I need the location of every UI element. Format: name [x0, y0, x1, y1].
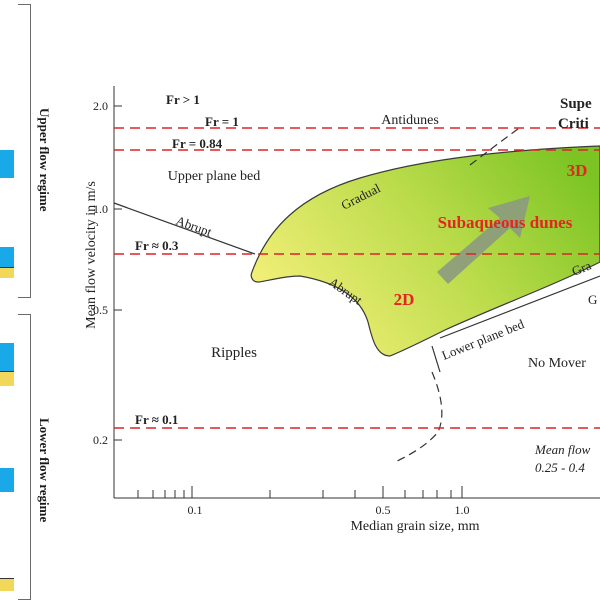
x-axis-label: Median grain size, mm: [350, 519, 479, 534]
lower-plane-bed-vertical: [431, 345, 441, 373]
no-movement-label: No Mover: [528, 356, 586, 371]
y-tick-label-02: 0.2: [93, 433, 108, 447]
supercritical-label-1: Supe: [560, 96, 592, 112]
x-tick-label-01: 0.1: [188, 503, 203, 517]
note-line-2: 0.25 - 0.4: [535, 460, 585, 475]
upper-regime-icon-2-sand: [0, 267, 14, 278]
antidunes-label: Antidunes: [381, 113, 439, 128]
lower-regime-icon-2: [0, 468, 14, 492]
lower-plane-bed-boundary: [439, 275, 600, 339]
note-line-1: Mean flow: [534, 442, 591, 457]
lower-regime-icon-1: [0, 343, 14, 371]
y-tick-label-2: 2.0: [93, 99, 108, 113]
upper-regime-panel: [0, 0, 31, 302]
lower-regime-icon-1-sand: [0, 371, 14, 386]
froude-label-1: Fr = 1: [205, 114, 239, 129]
y-axis-label: Mean flow velocity in m/s: [84, 181, 99, 329]
froude-lines: [114, 127, 600, 429]
froude-label-01: Fr ≈ 0.1: [135, 412, 178, 427]
dashed-upper-boundary: [469, 125, 523, 166]
lower-regime-icon-3: [0, 578, 14, 591]
upper-regime-icon-1: [0, 150, 14, 178]
abrupt-boundary-line: [113, 202, 256, 255]
gra-right-label: Gra: [570, 257, 594, 278]
upper-regime-label: Upper flow regime: [30, 70, 58, 250]
froude-label-084: Fr = 0.84: [172, 136, 223, 151]
dashed-lower-boundary: [394, 371, 443, 463]
subaqueous-dunes-field: [250, 145, 600, 357]
x-tick-label-10: 1.0: [455, 503, 470, 517]
x-minor-ticks: [137, 486, 463, 498]
ripples-label: Ripples: [211, 345, 257, 361]
upper-regime-bracket: [18, 4, 31, 298]
upper-plane-bed-label: Upper plane bed: [168, 169, 261, 184]
x-tick-label-05: 0.5: [376, 503, 391, 517]
dunes-2d-label: 2D: [394, 290, 415, 309]
subaqueous-dunes-label: Subaqueous dunes: [438, 213, 573, 232]
abrupt-upper-label: Abrupt: [174, 213, 214, 240]
y-tick-label-05: 0.5: [93, 303, 108, 317]
lower-regime-label: Lower flow regime: [30, 380, 58, 560]
dune-direction-arrow: [437, 196, 530, 284]
upper-regime-icon-2: [0, 247, 14, 267]
froude-label-03: Fr ≈ 0.3: [135, 238, 179, 253]
upper-regime-text: Upper flow regime: [37, 108, 52, 212]
supercritical-label-2: Criti: [558, 116, 589, 132]
y-tick-label-1: 1.0: [93, 202, 108, 216]
froude-label-gt1: Fr > 1: [166, 92, 200, 107]
g-right-label: G: [588, 292, 597, 307]
dunes-3d-label: 3D: [567, 161, 588, 180]
lower-regime-text: Lower flow regime: [37, 417, 52, 523]
lower-regime-panel: [0, 310, 31, 600]
